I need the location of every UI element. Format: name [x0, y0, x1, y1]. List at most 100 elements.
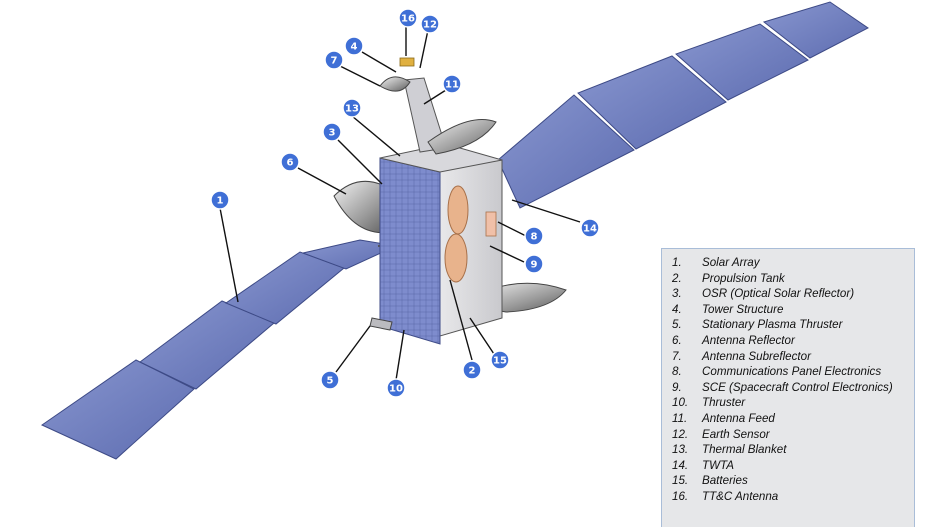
callout-15: 15: [490, 350, 510, 370]
legend-item: 13.Thermal Blanket: [672, 442, 908, 458]
callout-11: 11: [442, 74, 462, 94]
legend-item-text: Antenna Reflector: [702, 333, 795, 347]
callout-16: 16: [398, 8, 418, 28]
callout-9-label: 9: [531, 260, 538, 271]
legend-item-text: TWTA: [702, 458, 734, 472]
legend-item-number: 7.: [672, 349, 682, 363]
leader-11: [423, 89, 447, 105]
callout-2-label: 2: [469, 366, 476, 377]
legend-item: 1.Solar Array: [672, 255, 908, 271]
callout-10-label: 10: [389, 384, 403, 395]
callout-5-label: 5: [327, 376, 334, 387]
legend-item-number: 14.: [672, 458, 689, 472]
callout-16-label: 16: [401, 14, 415, 25]
legend-item: 7. Antenna Subreflector: [672, 349, 908, 365]
leader-6: [297, 167, 347, 195]
plasma-thruster: [369, 317, 393, 331]
callout-14-label: 14: [583, 224, 597, 235]
callout-12: 12: [420, 14, 440, 34]
legend-item-number: 8.: [672, 365, 682, 379]
callout-5: 5: [320, 370, 340, 390]
antenna-tower: [379, 57, 497, 155]
callout-4-label: 4: [351, 42, 358, 53]
legend-item: 16. TT&C Antenna: [672, 489, 908, 505]
propulsion-tank-lower: [444, 233, 468, 283]
legend-item: 2. Propulsion Tank: [672, 271, 908, 287]
legend-item-number: 12.: [672, 427, 689, 441]
leader-1: [219, 207, 239, 303]
callout-2: 2: [462, 360, 482, 380]
panel-electronics: [485, 211, 497, 237]
spacecraft-body: [379, 143, 503, 345]
antenna-subreflector: [379, 76, 411, 92]
solar-panel-right-3: [675, 23, 809, 101]
callout-10: 10: [386, 378, 406, 398]
leader-3: [337, 139, 383, 185]
callout-1-label: 1: [217, 196, 224, 207]
legend-list: 1.Solar Array 2. Propulsion Tank 3. OSR (O…: [672, 255, 908, 505]
callout-6: 6: [280, 152, 300, 172]
legend-box: 1.Solar Array 2. Propulsion Tank 3. OSR (O…: [661, 248, 915, 527]
leader-5: [335, 325, 371, 373]
leader-2: [449, 279, 473, 361]
legend-item-number: 3.: [672, 287, 682, 301]
callout-9: 9: [524, 254, 544, 274]
legend-item-text: Earth Sensor: [702, 427, 770, 441]
callout-4: 4: [344, 36, 364, 56]
legend-item-text: Antenna Subreflector: [702, 349, 811, 363]
callout-3-label: 3: [329, 128, 336, 139]
legend-item: 6. Antenna Reflector: [672, 333, 908, 349]
legend-item: 9.SCE (Spacecraft Control Electronics): [672, 380, 908, 396]
callout-12-label: 12: [423, 20, 437, 31]
leader-15: [469, 317, 495, 355]
leader-12: [419, 29, 429, 69]
osr-cells: [380, 158, 440, 344]
legend-item-number: 6.: [672, 333, 682, 347]
solar-panel-right-4: [762, 1, 869, 59]
legend-item-number: 11.: [672, 411, 688, 425]
leader-9: [489, 245, 525, 263]
legend-item-text: Batteries: [702, 474, 748, 488]
legend-item-number: 15.: [672, 474, 689, 488]
legend-item-number: 10.: [672, 396, 689, 410]
legend-item-number: 2.: [672, 271, 682, 285]
legend-item-number: 16.: [672, 489, 689, 503]
callout-8: 8: [524, 226, 544, 246]
callout-11-label: 11: [445, 80, 459, 91]
legend-item-number: 5.: [672, 318, 682, 332]
legend-item-text: Propulsion Tank: [702, 271, 785, 285]
leader-lines: [219, 26, 581, 381]
leader-8: [497, 221, 527, 237]
callout-13: 13: [342, 98, 362, 118]
leader-13: [351, 115, 401, 157]
legend-item-text: Communications Panel Electronics: [702, 365, 882, 379]
callout-7: 7: [324, 50, 344, 70]
callout-3: 3: [322, 122, 342, 142]
legend-item-number: 4.: [672, 302, 682, 316]
legend-item: 5. Stationary Plasma Thruster: [672, 317, 908, 333]
propulsion-tank-upper: [447, 185, 469, 235]
callout-6-label: 6: [287, 158, 294, 169]
callout-7-label: 7: [331, 56, 338, 67]
ttc-antenna: [399, 57, 415, 67]
legend-item-text: Tower Structure: [702, 302, 784, 316]
leader-14: [511, 199, 581, 223]
legend-item-text: Thermal Blanket: [702, 443, 787, 457]
callout-8-label: 8: [531, 232, 538, 243]
tower-reflector: [427, 119, 497, 155]
legend-item-text: Antenna Feed: [702, 411, 775, 425]
legend-item: 3. OSR (Optical Solar Reflector): [672, 286, 908, 302]
solar-array-left: [40, 239, 421, 460]
solar-array-right: [497, 1, 869, 209]
solar-panel-right-2: [577, 55, 727, 150]
legend-item: 10.Thruster: [672, 395, 908, 411]
legend-item-text: Stationary Plasma Thruster: [702, 318, 843, 332]
leader-7: [339, 65, 381, 87]
leader-10: [395, 329, 405, 381]
callout-14: 14: [580, 218, 600, 238]
legend-item-text: OSR (Optical Solar Reflector): [702, 287, 855, 301]
legend-item: 14. TWTA: [672, 458, 908, 474]
legend-item-text: TT&C Antenna: [702, 489, 779, 503]
callout-1: 1: [210, 190, 230, 210]
